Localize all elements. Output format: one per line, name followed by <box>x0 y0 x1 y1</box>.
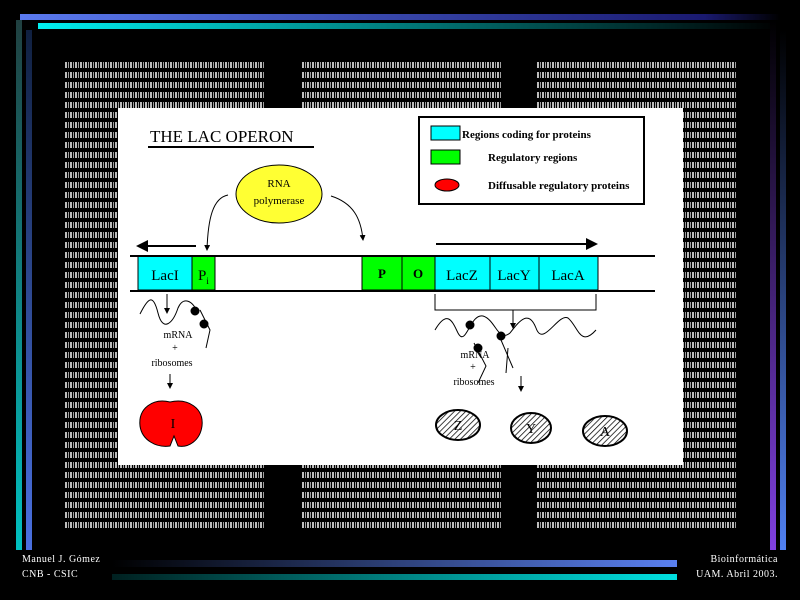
gene-laca: LacA <box>551 268 584 284</box>
legend-label: Regions coding for proteins <box>462 129 592 141</box>
repressor-protein-i <box>139 400 203 447</box>
page-title: THE LAC OPERON <box>150 127 294 146</box>
place-date: UAM. Abril 2003. <box>696 569 778 580</box>
plus-label: + <box>470 362 476 373</box>
course-name: Bioinformática <box>710 554 778 565</box>
pi-label: P <box>198 268 206 284</box>
diagram-panel: THE LAC OPERON Regions coding for protei… <box>118 108 683 465</box>
institution: CNB - CSIC <box>22 569 79 580</box>
pi-subscript: i <box>206 276 209 286</box>
gene-pi: Pi <box>198 268 209 286</box>
mrna-label: mRNA <box>461 350 491 361</box>
protein-i-label: I <box>171 417 176 432</box>
protein-z <box>435 409 481 441</box>
legend-label: Diffusable regulatory proteins <box>488 180 630 192</box>
gene-bar <box>130 255 655 292</box>
legend-swatch-regulatory <box>430 149 461 165</box>
lac-operon-diagram: THE LAC OPERON Regions coding for protei… <box>130 116 655 447</box>
footer-course: Bioinformática UAM. Abril 2003. <box>696 552 778 582</box>
polymerase-label: RNA <box>267 178 290 190</box>
protein-y <box>510 412 552 444</box>
protein-y-label: Y <box>526 422 536 437</box>
right-bar <box>770 20 776 550</box>
top-bar-blue <box>20 14 780 20</box>
gene-laci: LacI <box>151 268 178 284</box>
rna-polymerase <box>235 164 323 224</box>
protein-z-label: Z <box>454 419 463 434</box>
left-bar <box>16 20 22 550</box>
protein-a <box>582 415 628 447</box>
plus-label: + <box>172 343 178 354</box>
top-bar-cyan <box>38 23 778 29</box>
laci-transcription <box>139 294 211 389</box>
right-bar-2 <box>780 30 786 550</box>
gene-lacy: LacY <box>497 268 530 284</box>
ribosomes-label: ribosomes <box>151 358 192 369</box>
legend-label: Regulatory regions <box>488 152 578 164</box>
mrna-label: mRNA <box>164 330 194 341</box>
arrow-to-pi <box>204 194 229 251</box>
legend-swatch-coding <box>430 125 461 141</box>
footer-author: Manuel J. Gómez CNB - CSIC <box>22 552 100 582</box>
bottom-bar-cyan <box>112 574 677 580</box>
gene-p: P <box>378 266 386 281</box>
gene-lacz: LacZ <box>446 268 478 284</box>
gene-o: O <box>413 266 423 281</box>
ribosomes-label: ribosomes <box>453 377 494 388</box>
bottom-bar-blue <box>112 560 677 567</box>
protein-a-label: A <box>600 425 611 440</box>
legend-swatch-protein <box>434 178 460 192</box>
author-name: Manuel J. Gómez <box>22 554 101 565</box>
legend: Regions coding for proteins Regulatory r… <box>418 116 645 205</box>
polymerase-label: polymerase <box>254 195 305 207</box>
left-bar-2 <box>26 30 32 550</box>
operon-transcription <box>434 294 597 392</box>
arrow-to-p <box>330 195 366 241</box>
